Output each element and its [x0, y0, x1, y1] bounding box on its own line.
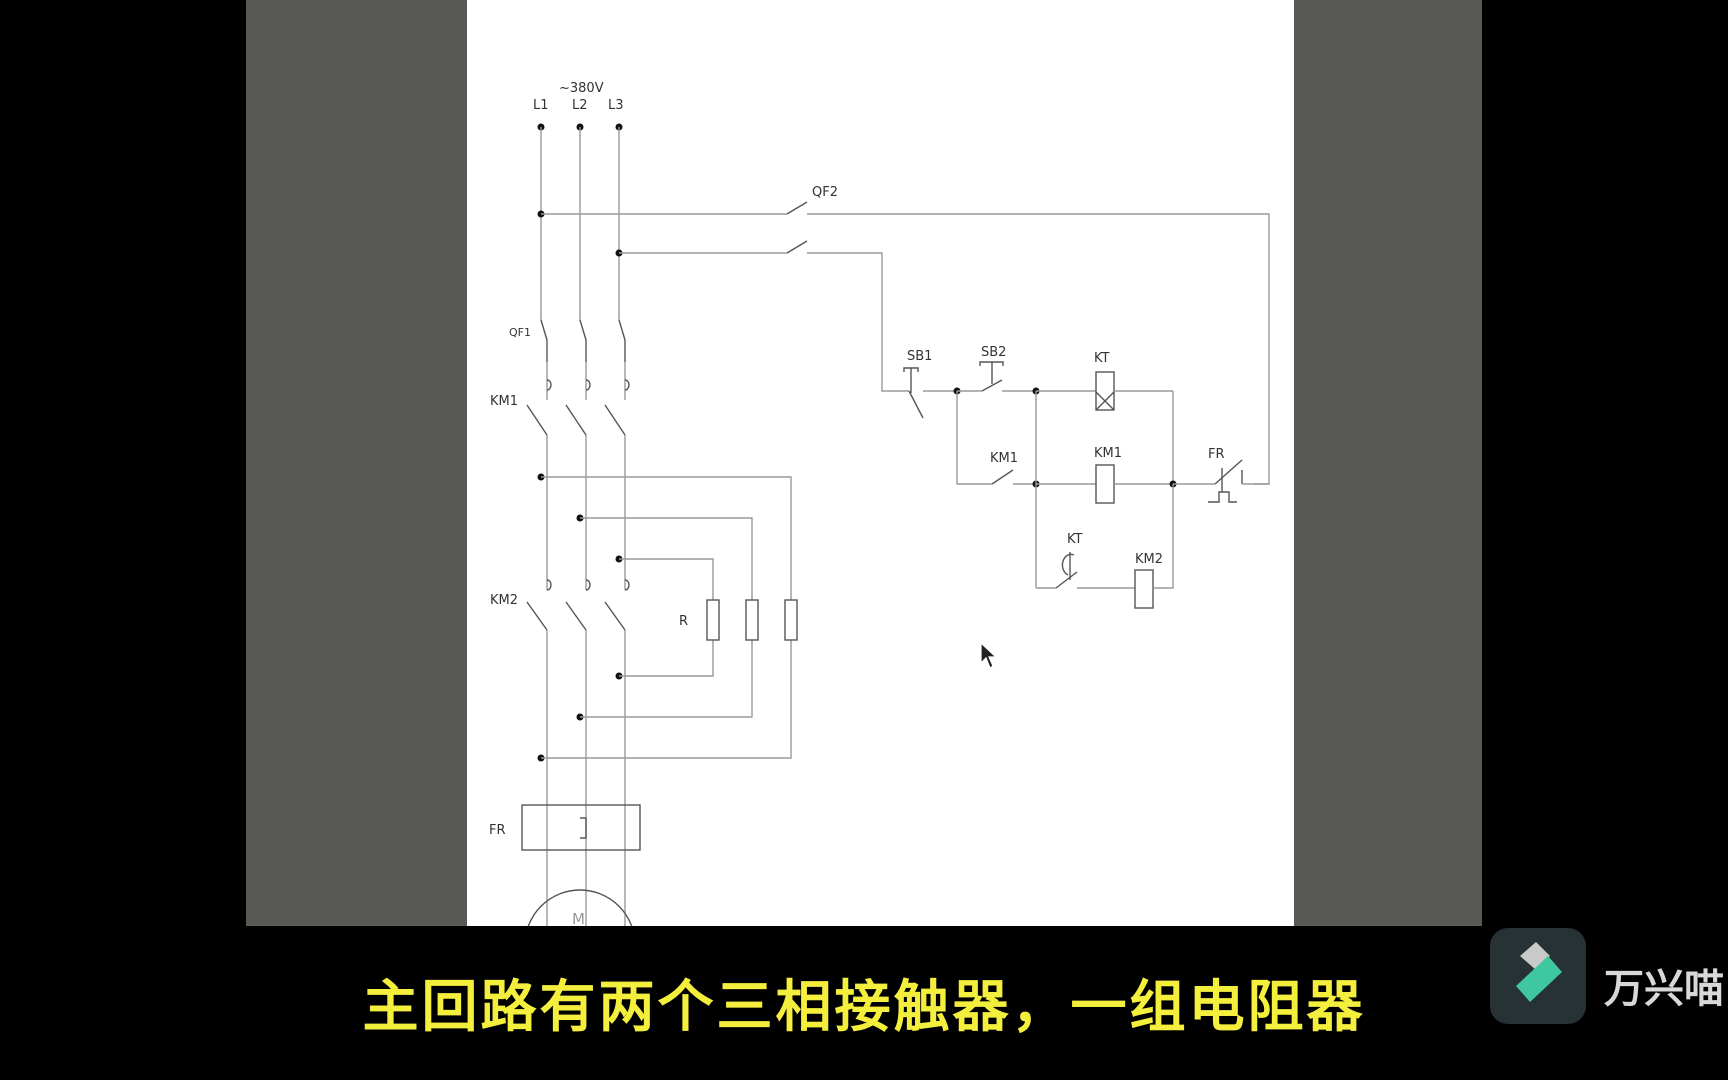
motor-symbol [527, 889, 633, 926]
sb2-label: SB2 [981, 345, 1006, 360]
km1-coil [1036, 464, 1173, 504]
fr-main-label: FR [489, 823, 506, 838]
watermark: 万兴喵 [1490, 928, 1728, 1028]
video-subtitle: 主回路有两个三相接触器，一组电阻器 [362, 975, 1366, 1040]
main-phase-lines [540, 127, 626, 926]
phase-label-l3: L3 [608, 98, 624, 113]
km2-main-label: KM2 [490, 593, 518, 608]
phase-label-l1: L1 [533, 98, 549, 113]
qf1-label: QF1 [509, 326, 531, 339]
kt-timed-contact [1036, 552, 1135, 589]
resistor-label: R [679, 614, 688, 629]
schematic-page: ~380V L1 L2 L3 [467, 0, 1294, 926]
supply-voltage-label: ~380V [559, 81, 604, 96]
km1-aux-label: KM1 [990, 451, 1018, 466]
phase-label-l2: L2 [572, 98, 588, 113]
sb2-start-button [957, 361, 1036, 392]
qf2-label: QF2 [812, 185, 838, 200]
km2-main-contacts [526, 579, 630, 631]
km1-coil-label: KM1 [1094, 446, 1122, 461]
kt-coil-label: KT [1094, 351, 1110, 366]
resistor-r [706, 599, 798, 641]
km1-main-contacts [526, 404, 626, 436]
filmora-logo-icon [1490, 928, 1586, 1024]
watermark-text: 万兴喵 [1604, 966, 1724, 1012]
km1-main-label: KM1 [490, 394, 518, 409]
km2-coil [1134, 484, 1174, 609]
mouse-cursor-icon [980, 642, 998, 669]
kt-contact-label: KT [1067, 532, 1083, 547]
motor-label: M [572, 910, 585, 926]
sb1-label: SB1 [907, 349, 932, 364]
km2-coil-label: KM2 [1135, 552, 1163, 567]
fr-main-relay [521, 804, 641, 851]
qf1-breaker [540, 319, 630, 391]
resistor-bank-wiring [541, 476, 792, 759]
fr-aux-contact [1173, 459, 1269, 503]
sb1-stop-button [903, 367, 957, 419]
kt-coil [1036, 371, 1174, 484]
control-supply-wiring [541, 201, 1270, 485]
fr-aux-label: FR [1208, 447, 1225, 462]
km1-aux-contact [956, 391, 1036, 485]
circuit-diagram: ~380V L1 L2 L3 [489, 81, 1270, 926]
